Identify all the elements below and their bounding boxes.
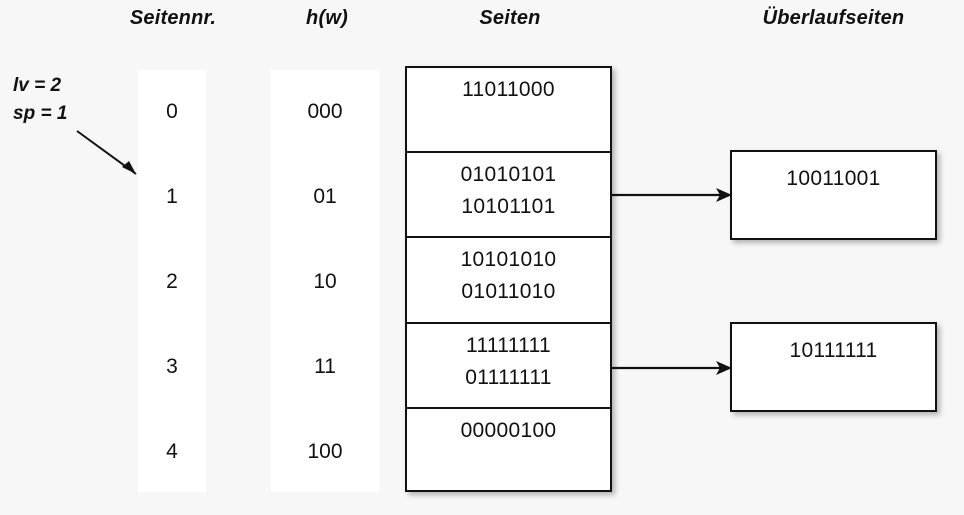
hw-value-0: 000 [307, 100, 343, 123]
hw-value-3: 11 [314, 355, 336, 378]
hw-column-strip [271, 70, 379, 492]
overflow-page-1: 10111111 [730, 322, 937, 412]
overflow-connector-arrow-2-icon [610, 361, 732, 375]
page-cell-1-line-1: 01010101 [460, 163, 557, 187]
seitennr-value-3: 3 [166, 355, 178, 378]
seitennr-value-4: 4 [166, 440, 178, 463]
parameter-annotation: lv = 2 sp = 1 [13, 72, 67, 128]
seitennr-value-1: 1 [166, 185, 178, 208]
page-cell-0-line-1: 11011000 [462, 78, 555, 101]
hw-value-4: 100 [307, 440, 343, 463]
overflow-page-0: 10011001 [730, 150, 937, 240]
overflow-page-1-line-1: 10111111 [789, 339, 878, 362]
hw-value-1: 01 [313, 185, 337, 208]
parameter-sp: sp = 1 [13, 103, 68, 124]
page-cell-2-line-2: 01011010 [461, 280, 556, 304]
split-pointer-arrow-icon [76, 130, 137, 175]
page-cell-2: 10101010 01011010 [407, 238, 610, 324]
seitennr-column-strip [138, 70, 206, 492]
column-header-hw: h(w) [306, 7, 348, 29]
seitennr-value-2: 2 [166, 270, 178, 293]
page-cell-3: 11111111 01111111 [407, 324, 610, 409]
column-header-seitennr: Seitennr. [129, 7, 217, 29]
column-header-seiten: Seiten [479, 7, 541, 29]
page-cell-3-line-2: 01111111 [465, 365, 552, 389]
column-header-ueberlaufseiten: Überlaufseiten [762, 7, 905, 29]
page-cell-1-line-2: 10101101 [461, 195, 556, 219]
page-cell-1: 01010101 10101101 [407, 153, 610, 239]
page-cell-4: 00000100 [407, 409, 610, 494]
pages-stack: 11011000 01010101 10101101 10101010 0101… [405, 66, 612, 492]
seitennr-value-0: 0 [166, 100, 178, 123]
page-cell-3-line-1: 11111111 [466, 333, 551, 357]
hw-value-2: 10 [313, 270, 337, 293]
page-cell-4-line-1: 00000100 [460, 418, 557, 442]
parameter-lv: lv = 2 [13, 75, 62, 96]
page-cell-2-line-1: 10101010 [460, 248, 557, 272]
page-cell-0: 11011000 [407, 68, 610, 154]
overflow-page-0-line-1: 10011001 [786, 167, 881, 190]
overflow-connector-arrow-1-icon [610, 188, 732, 202]
